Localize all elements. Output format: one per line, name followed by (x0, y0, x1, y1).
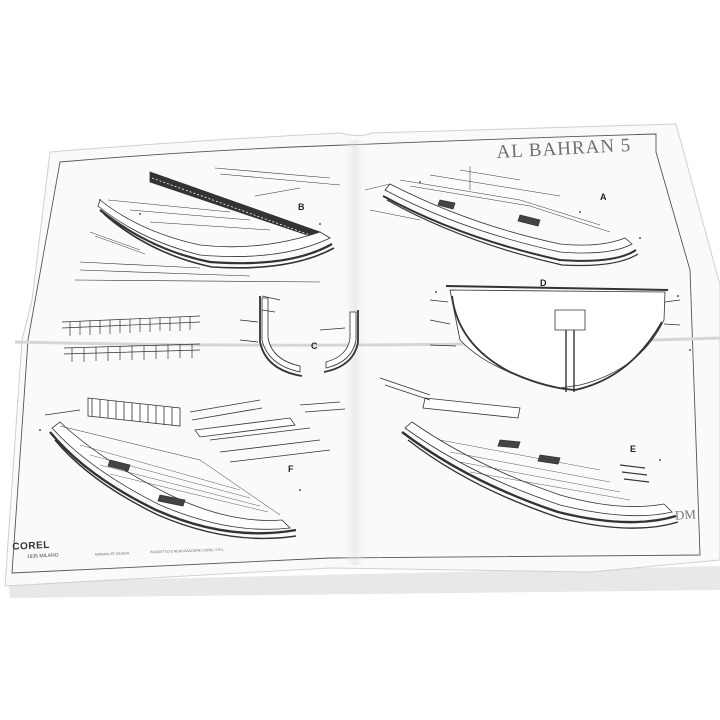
logo-subtext: 1935 MILANO (26, 552, 59, 561)
corner-mark: DM (674, 506, 697, 523)
view-label-f: F (288, 464, 294, 474)
view-b-drawing (74, 167, 341, 283)
view-label-c: C (311, 341, 318, 351)
view-e-drawing (379, 377, 679, 529)
logo-text: COREL (12, 539, 51, 553)
callout-markers (39, 181, 691, 491)
corel-logo: COREL 1935 MILANO (8, 536, 79, 568)
view-d-drawing (429, 285, 681, 392)
view-label-e: E (630, 444, 637, 454)
view-a-drawing (364, 166, 639, 267)
view-label-a: A (600, 192, 607, 202)
view-c-drawing (239, 295, 359, 377)
plan-frame (11, 133, 701, 574)
view-label-d: D (540, 278, 547, 288)
sheet-shadow (8, 566, 720, 598)
view-f-drawing (44, 397, 346, 540)
view-label-b: B (298, 202, 305, 212)
ladder-parts (61, 315, 201, 362)
